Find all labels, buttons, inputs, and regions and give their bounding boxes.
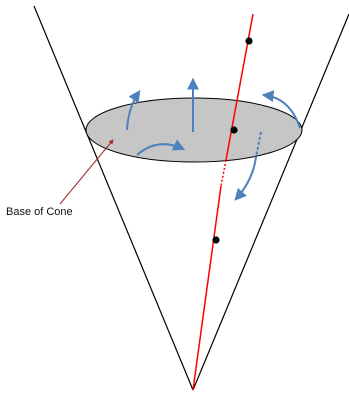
base-of-cone-label: Base of Cone <box>6 206 73 218</box>
cone-left-side <box>33 5 194 391</box>
axis-point-top <box>245 37 253 45</box>
cone-right-side <box>192 13 349 391</box>
axis-line-hidden <box>220 159 227 187</box>
base-pointer-arrow <box>59 139 114 205</box>
axis-point-bottom <box>212 236 220 244</box>
axis-line-lower <box>192 185 222 391</box>
rotation-arrow-right-curve <box>261 90 301 129</box>
rotation-arrow-right-down <box>234 156 257 201</box>
rotation-arrow-base-swirl <box>136 139 186 156</box>
rotation-arrow-left-up <box>126 90 141 131</box>
rotation-arrow-dashed-segment <box>255 131 262 158</box>
axis-point-base <box>230 126 238 134</box>
